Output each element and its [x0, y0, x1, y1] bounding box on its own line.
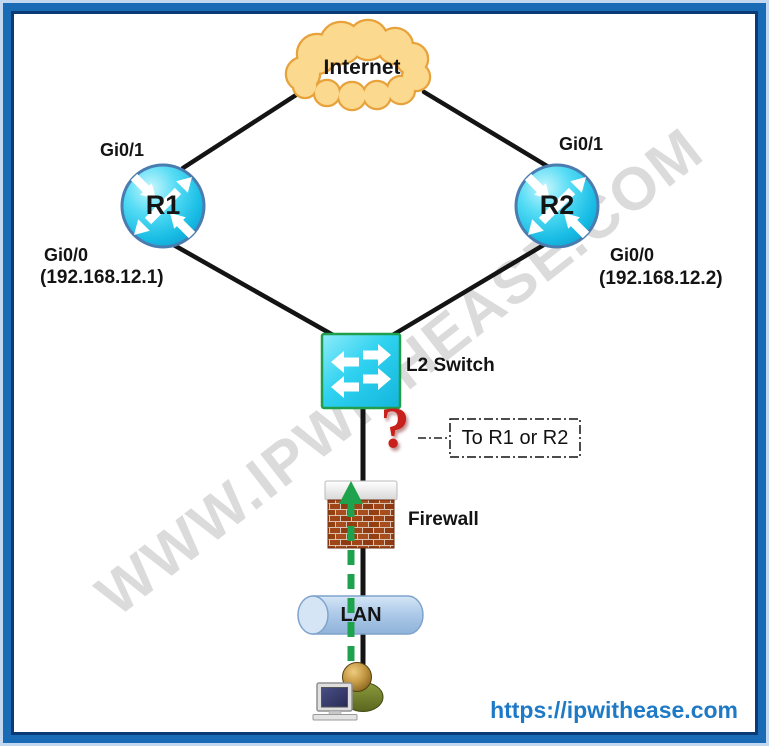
internet-label: Internet	[323, 56, 401, 79]
r1-lan-interface-label: Gi0/0	[44, 245, 89, 265]
internet-cloud-icon	[284, 18, 432, 112]
firewall-label: Firewall	[408, 509, 479, 530]
r2-label: R2	[539, 190, 575, 220]
r2-wan-interface-label: Gi0/1	[558, 134, 604, 154]
traffic-flow-arrow	[339, 481, 363, 664]
lan-label: LAN	[340, 604, 382, 626]
callout-box	[449, 418, 581, 458]
link-r1-switch	[169, 241, 343, 342]
link-r2-switch	[383, 240, 550, 342]
link-internet-r2	[421, 89, 550, 169]
user-workstation-icon	[312, 662, 384, 721]
callout-label: To R1 or R2	[461, 427, 569, 449]
r1-wan-interface-label: Gi0/1	[99, 140, 145, 160]
link-internet-r1	[180, 92, 299, 171]
l2-switch-icon	[320, 332, 402, 410]
r2-lan-interface-label: Gi0/0	[610, 245, 655, 265]
r2-lan-ip-label: (192.168.12.2)	[599, 268, 723, 289]
firewall-icon	[324, 480, 398, 549]
website-url-label: https://ipwithease.com	[490, 697, 738, 723]
l2-switch-label: L2 Switch	[406, 355, 495, 376]
r1-lan-ip-label: (192.168.12.1)	[40, 267, 164, 288]
r1-label: R1	[145, 190, 181, 220]
question-mark-icon: ?	[380, 395, 410, 460]
lan-segment-icon	[297, 595, 424, 635]
network-links	[169, 89, 550, 342]
